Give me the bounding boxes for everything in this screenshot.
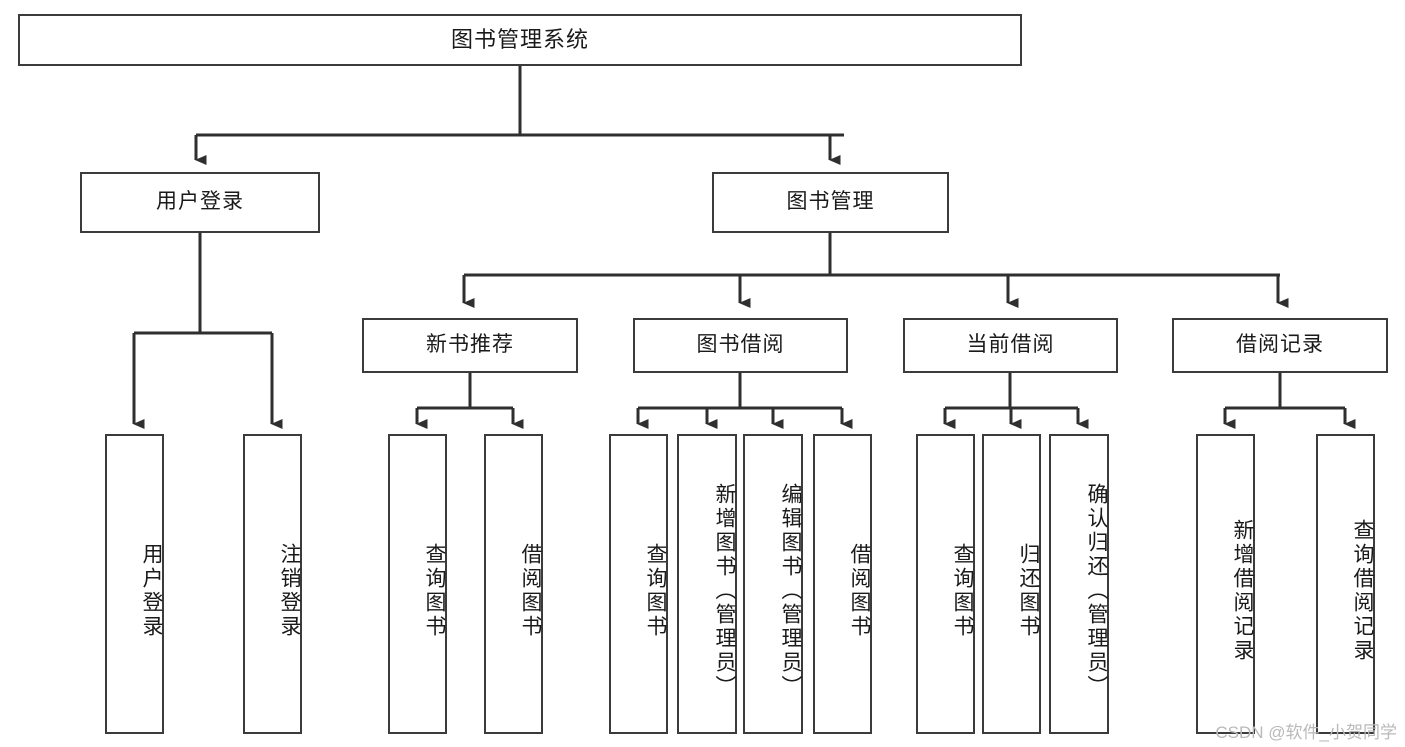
node-label: 归还图书	[1017, 543, 1040, 639]
node-label: 图书借阅	[696, 333, 785, 357]
leaf-book-borrow-query-book[interactable]: 查询图书	[609, 434, 668, 734]
node-new-book-recommend[interactable]: 新书推荐	[362, 318, 578, 373]
node-root-book-management-system[interactable]: 图书管理系统	[18, 14, 1022, 66]
leaf-borrow-record-query-record[interactable]: 查询借阅记录	[1316, 434, 1375, 734]
node-label: 新增借阅记录	[1231, 519, 1254, 663]
leaf-user-login-login[interactable]: 用户登录	[105, 434, 164, 734]
node-label: 查询借阅记录	[1351, 519, 1374, 663]
leaf-borrow-record-add-record[interactable]: 新增借阅记录	[1196, 434, 1255, 734]
node-book-borrow[interactable]: 图书借阅	[633, 318, 848, 373]
leaf-book-borrow-edit-book-admin[interactable]: 编辑图书（管理员）	[743, 434, 803, 734]
node-current-borrow[interactable]: 当前借阅	[903, 318, 1118, 373]
node-label: 新书推荐	[426, 333, 514, 357]
node-label: 当前借阅	[966, 333, 1055, 357]
node-label: 编辑图书（管理员）	[779, 483, 802, 699]
node-label: 查询图书	[644, 543, 667, 639]
node-label: 借阅记录	[1236, 333, 1324, 357]
node-label: 查询图书	[423, 543, 446, 639]
node-label: 新增图书（管理员）	[713, 483, 736, 699]
node-borrow-record[interactable]: 借阅记录	[1172, 318, 1388, 373]
node-book-management[interactable]: 图书管理	[712, 172, 949, 233]
node-label: 注销登录	[278, 543, 301, 639]
csdn-watermark: CSDN @软件_小贺同学	[1215, 723, 1397, 742]
node-user-login[interactable]: 用户登录	[80, 172, 320, 233]
node-label: 用户登录	[156, 190, 244, 214]
node-label: 确认归还（管理员）	[1085, 483, 1108, 699]
node-label: 借阅图书	[519, 543, 542, 639]
leaf-current-borrow-query-book[interactable]: 查询图书	[916, 434, 975, 734]
node-label: 查询图书	[951, 543, 974, 639]
node-label: 图书管理	[786, 190, 875, 214]
leaf-current-borrow-return-book[interactable]: 归还图书	[982, 434, 1041, 734]
leaf-current-borrow-confirm-return-admin[interactable]: 确认归还（管理员）	[1049, 434, 1109, 734]
leaf-new-book-borrow-book[interactable]: 借阅图书	[484, 434, 543, 734]
node-label: 借阅图书	[848, 543, 871, 639]
leaf-new-book-query-book[interactable]: 查询图书	[388, 434, 447, 734]
node-label: 图书管理系统	[450, 27, 589, 53]
leaf-book-borrow-borrow-book[interactable]: 借阅图书	[813, 434, 872, 734]
node-label: 用户登录	[140, 543, 163, 639]
leaf-user-login-logout[interactable]: 注销登录	[243, 434, 302, 734]
leaf-book-borrow-add-book-admin[interactable]: 新增图书（管理员）	[677, 434, 737, 734]
